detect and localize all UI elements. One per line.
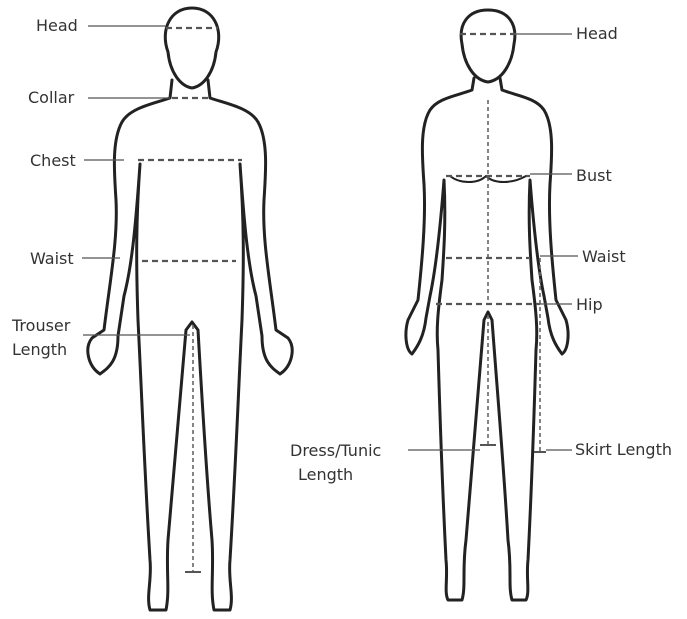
male-waist-label: Waist bbox=[30, 249, 74, 268]
female-dress-label-line1: Dress/Tunic bbox=[290, 441, 381, 460]
female-head-label: Head bbox=[576, 24, 618, 43]
female-hip-label: Hip bbox=[576, 295, 603, 314]
female-head-outline bbox=[461, 10, 515, 82]
male-head-outline bbox=[165, 8, 218, 88]
male-trouser-label-line2: Length bbox=[12, 340, 67, 359]
female-bust-label: Bust bbox=[576, 166, 612, 185]
male-figure: Head Collar Chest Waist Trouser Length bbox=[11, 8, 292, 610]
male-head-label: Head bbox=[36, 16, 78, 35]
female-skirt-label: Skirt Length bbox=[575, 440, 672, 459]
female-dress-label-line2: Length bbox=[298, 465, 353, 484]
female-waist-label: Waist bbox=[582, 247, 626, 266]
male-chest-label: Chest bbox=[30, 151, 76, 170]
female-body-outline bbox=[406, 78, 568, 600]
male-trouser-label-line1: Trouser bbox=[11, 316, 71, 335]
female-figure: Head Bust Waist Hip Dress/Tunic Length S… bbox=[290, 10, 672, 600]
male-collar-label: Collar bbox=[28, 88, 75, 107]
